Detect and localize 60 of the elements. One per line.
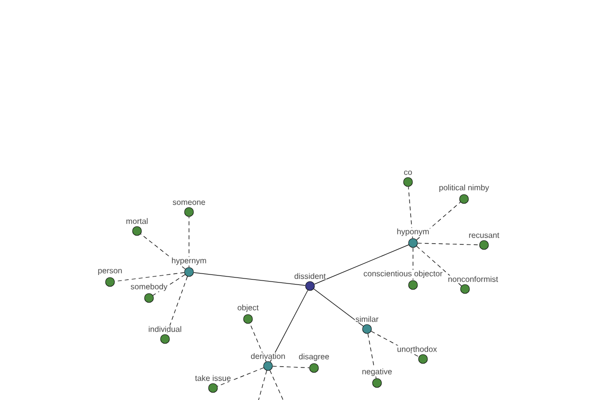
node-label: similar: [354, 315, 380, 323]
node-label: someone: [172, 200, 206, 206]
node-label: unorthodox: [396, 345, 438, 353]
graph-node: [263, 361, 273, 371]
node-label: hyponym: [396, 228, 430, 237]
node-label: person: [97, 268, 123, 276]
graph-node: [362, 324, 372, 334]
connector-line: [368, 333, 376, 379]
connector-line: [412, 247, 414, 281]
connector-line: [272, 366, 310, 368]
node-label: negative: [361, 368, 393, 377]
graph-node: [132, 226, 142, 236]
connector-line: [114, 272, 185, 282]
node-label: mortal: [125, 217, 149, 225]
node-label: dissident: [294, 272, 326, 280]
node-label: take issue: [194, 374, 232, 382]
connector-line: [416, 202, 461, 240]
connector-line: [152, 274, 186, 296]
connector-line: [193, 272, 306, 286]
graph-node: [144, 293, 154, 303]
node-label: conscientious objector: [362, 270, 444, 279]
graph-node: [459, 194, 469, 204]
node-label: somebody: [130, 282, 168, 292]
connector-line: [250, 323, 266, 362]
graph-node: [305, 281, 315, 291]
graph-node: [105, 277, 115, 287]
graph-node: [460, 284, 470, 294]
connector-line: [314, 244, 409, 284]
node-label: co: [403, 170, 413, 176]
graph-node: [184, 267, 194, 277]
graph-node: [372, 378, 382, 388]
connector-line: [166, 276, 188, 335]
node-label: disagree: [298, 352, 330, 362]
node-label: hypernym: [170, 256, 208, 266]
node-label: derivation: [250, 352, 286, 360]
graph-node: [184, 207, 194, 217]
connector-line: [416, 246, 462, 286]
node-label: individual: [148, 325, 182, 333]
connector-line: [270, 290, 308, 362]
connector-line: [408, 186, 413, 239]
connector-line: [417, 242, 480, 246]
graph-node: [479, 240, 489, 250]
connector-line: [258, 370, 268, 400]
connector-line: [188, 216, 190, 268]
graph-node: [160, 334, 170, 344]
node-label: recusant: [468, 232, 500, 239]
node-label: nonconformist: [447, 275, 499, 283]
connector-line: [217, 367, 264, 387]
graph-node: [309, 363, 319, 373]
connector-line: [270, 370, 284, 400]
graph-node: [208, 383, 218, 393]
connector-line: [140, 234, 186, 270]
connector-line: [314, 288, 364, 326]
graph-node: [403, 177, 413, 187]
graph-node: [408, 238, 418, 248]
node-label: object: [236, 304, 260, 313]
node-label: political nimby: [438, 184, 490, 193]
graph-node: [243, 314, 253, 324]
graph-node: [418, 354, 428, 364]
graph-node: [408, 280, 418, 290]
